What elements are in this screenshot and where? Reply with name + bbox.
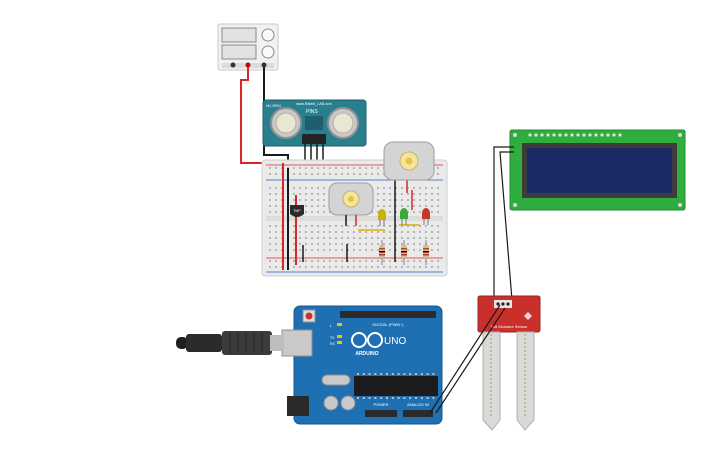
wire-arduino-soil-1[interactable] bbox=[429, 304, 501, 414]
arduino-uno[interactable]: ARDUINO UNO DIGITAL (PWM~) POWER ANALOG … bbox=[281, 305, 443, 425]
wire-lcd-1[interactable] bbox=[493, 146, 514, 300]
ultrasonic-model-label: HC-SR04 bbox=[266, 104, 281, 108]
soil-sensor-label: Soil Moisture Sensor bbox=[491, 324, 529, 329]
arduino-digital-label: DIGITAL (PWM~) bbox=[373, 322, 405, 327]
resistor-2[interactable] bbox=[401, 240, 407, 265]
led-yellow[interactable] bbox=[378, 209, 386, 226]
led-red[interactable] bbox=[422, 208, 430, 225]
arduino-l-label: L bbox=[330, 324, 332, 328]
ultrasonic-sensor[interactable]: www.Rabbit_LAB.com PINS HC-SR04 bbox=[262, 99, 367, 147]
dc-motor-1[interactable] bbox=[328, 182, 374, 226]
led-green[interactable] bbox=[400, 208, 408, 225]
arduino-analog-label: ANALOG IN bbox=[407, 402, 429, 407]
arduino-rx-label: RX bbox=[330, 342, 336, 346]
wire-red-supply[interactable] bbox=[240, 67, 283, 164]
arduino-brand-label: ARDUINO bbox=[355, 351, 378, 357]
temp-sensor-label: TMP bbox=[293, 209, 301, 213]
arduino-power-label: POWER bbox=[373, 402, 388, 407]
usb-cable[interactable] bbox=[176, 331, 284, 355]
ultrasonic-brand-label: www.Rabbit_LAB.com bbox=[296, 102, 332, 106]
dc-motor-2[interactable] bbox=[383, 141, 435, 181]
lcd-display[interactable] bbox=[509, 129, 686, 211]
arduino-tx-label: TX bbox=[330, 336, 335, 340]
resistor-1[interactable] bbox=[379, 240, 385, 265]
resistor-3[interactable] bbox=[423, 240, 429, 265]
wire-arduino-soil-2[interactable] bbox=[435, 307, 506, 414]
wire-lcd-2[interactable] bbox=[499, 151, 514, 301]
power-supply[interactable] bbox=[217, 23, 279, 71]
lcd-pins bbox=[528, 133, 622, 137]
arduino-model-label: UNO bbox=[384, 336, 406, 347]
chip-pins bbox=[357, 373, 435, 399]
breadboard[interactable] bbox=[261, 159, 448, 277]
temperature-sensor[interactable]: TMP bbox=[290, 205, 304, 217]
soil-moisture-sensor[interactable]: Soil Moisture Sensor bbox=[477, 295, 541, 431]
ultrasonic-pins-label: PINS bbox=[306, 109, 318, 115]
